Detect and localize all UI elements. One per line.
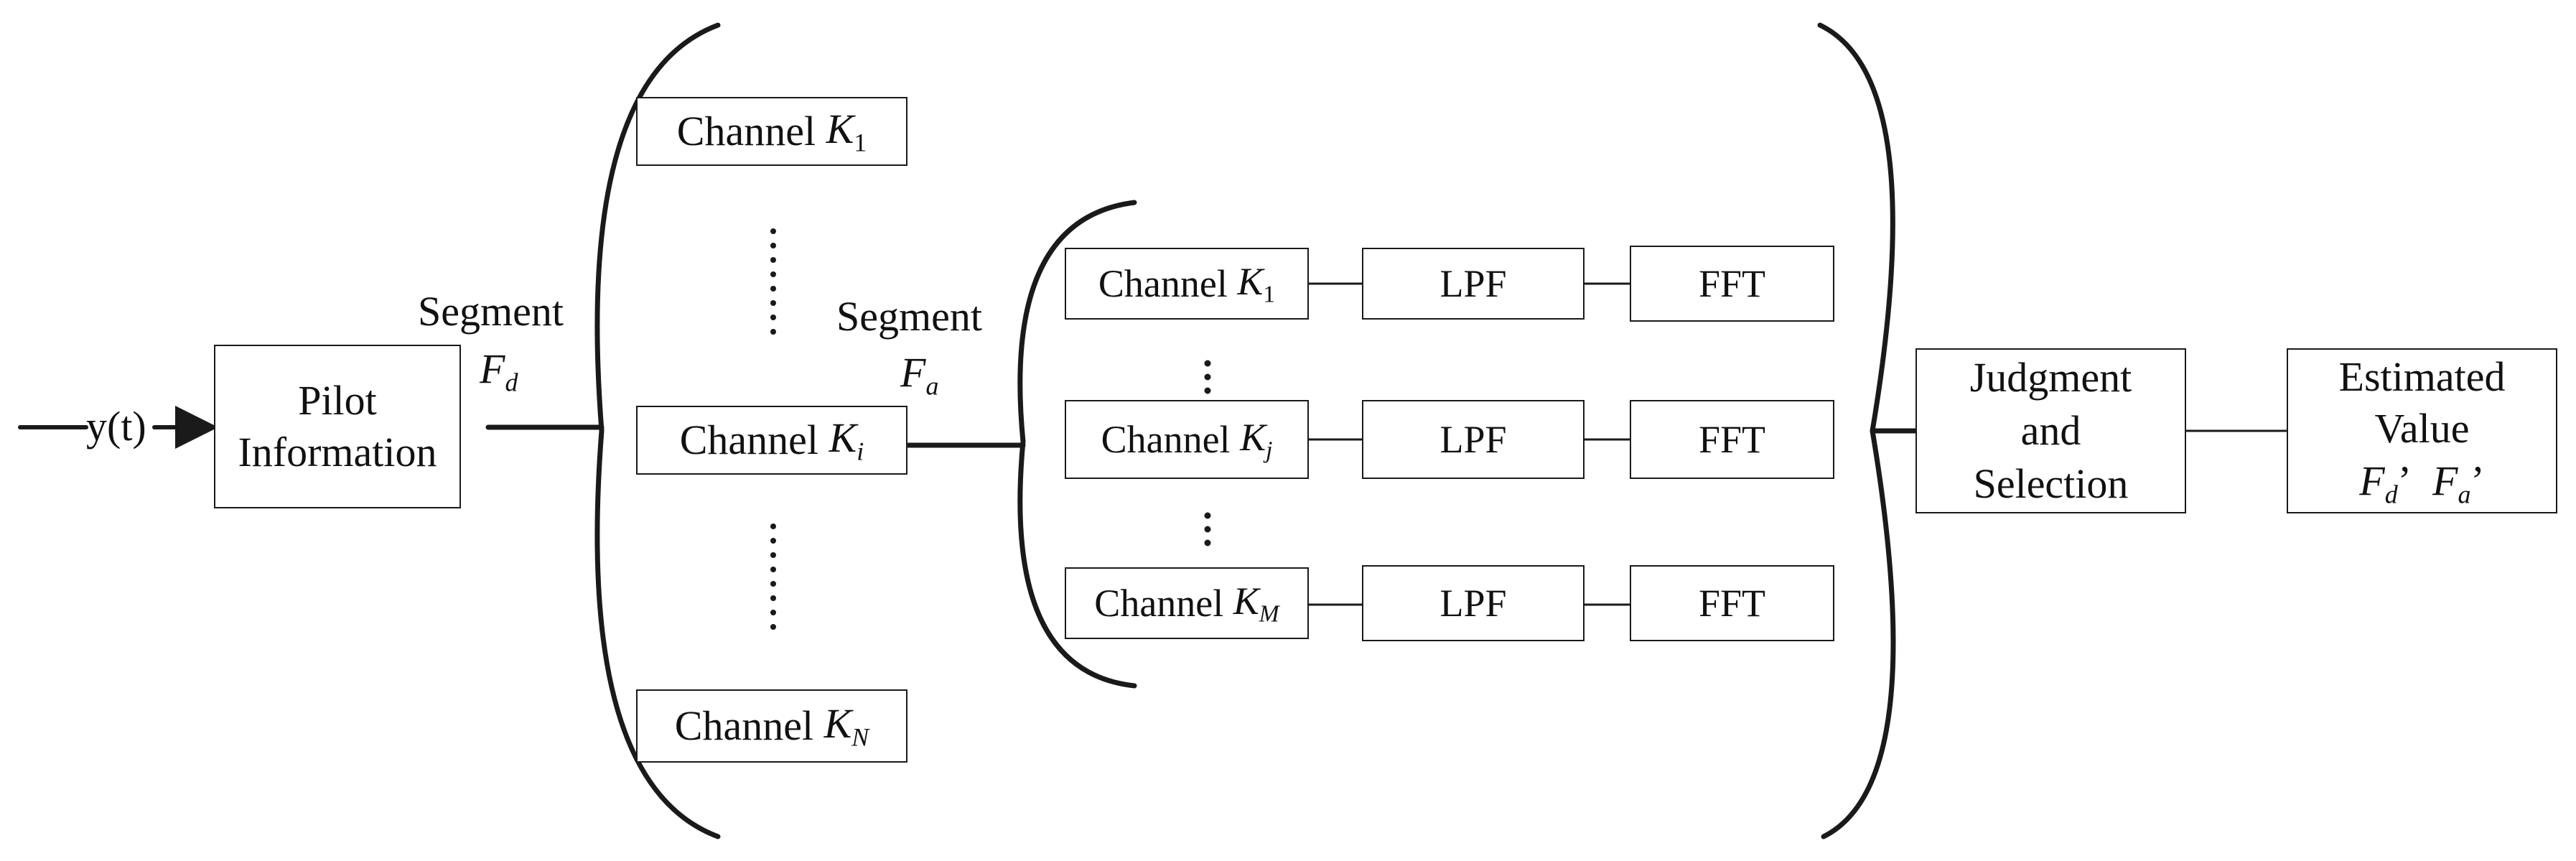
outer-channel-k1-sym: K	[826, 106, 854, 153]
outer-channel-kn-sym: K	[823, 700, 852, 748]
estimated-values: Fd’ Fa’	[2359, 455, 2485, 511]
segment-fa-sym: F	[900, 349, 926, 396]
inner-channel-km-word: Channel	[1094, 581, 1224, 625]
inner-channel-k1-symbol: K1	[1237, 259, 1275, 310]
inner-channel-km-box: Channel KM	[1065, 567, 1309, 639]
segment-fd-word: Segment	[418, 288, 564, 335]
estimated-line1: Estimated	[2338, 353, 2506, 400]
outer-channel-ki-word: Channel	[679, 416, 819, 463]
outer-channel-k1-word: Channel	[676, 107, 816, 154]
outer-bracket-right	[1817, 22, 1896, 839]
outer-dots-lower	[770, 523, 776, 630]
outer-channel-ki-sub: i	[857, 437, 864, 466]
fft-box-row1: FFT	[1630, 246, 1834, 322]
inner-channel-km-symbol: KM	[1233, 578, 1279, 629]
outer-channel-k1-symbol: K1	[826, 103, 867, 159]
inner-channel-kj-symbol: Kj	[1240, 414, 1272, 465]
judgment-selection-box: Judgment and Selection	[1915, 348, 2186, 513]
lpf-box-row2: LPF	[1362, 400, 1585, 479]
outer-channel-kn-box: Channel KN	[636, 689, 907, 763]
segment-fd-symbol: Fd	[480, 343, 518, 399]
segment-fd-sym: F	[480, 345, 505, 392]
segment-fa-symbol: Fa	[900, 347, 938, 402]
pilot-line1: Pilot	[298, 376, 377, 424]
inner-channel-k1-sub: 1	[1263, 281, 1276, 308]
segment-fa-word: Segment	[836, 293, 982, 340]
outer-bracket-left	[594, 22, 721, 839]
outer-channel-kn-symbol: KN	[824, 698, 869, 753]
inner-channel-km-sym: K	[1233, 579, 1259, 623]
outer-channel-ki-symbol: Ki	[829, 412, 864, 467]
inner-channel-kj-sym: K	[1240, 415, 1266, 459]
inner-channel-kj-sub: j	[1266, 437, 1273, 464]
estimated-fa-sub: a	[2458, 480, 2471, 509]
inner-channel-k1-word: Channel	[1098, 261, 1228, 305]
inner-channel-k1-box: Channel K1	[1065, 248, 1309, 320]
estimated-fa-sym: F	[2432, 457, 2458, 504]
pilot-information-box: Pilot Information	[214, 345, 461, 508]
estimated-fd-sub: d	[2384, 480, 2398, 509]
pilot-line2: Information	[238, 429, 437, 475]
inner-bracket-left	[1017, 200, 1137, 689]
outer-dots-upper	[770, 228, 776, 335]
fft-box-row2: FFT	[1630, 400, 1834, 479]
fft-box-row3: FFT	[1630, 565, 1834, 641]
outer-channel-k1-box: Channel K1	[636, 97, 907, 166]
judgment-line2: and	[2020, 406, 2081, 454]
inner-dots-upper	[1204, 360, 1211, 394]
inner-channel-k1-sym: K	[1237, 259, 1264, 303]
judgment-line3: Selection	[1973, 460, 2129, 508]
estimated-value-box: Estimated Value Fd’ Fa’	[2287, 348, 2557, 513]
outer-channel-ki-box: Channel Ki	[636, 406, 907, 475]
inner-dots-lower	[1204, 512, 1211, 546]
outer-channel-ki-sym: K	[829, 414, 857, 462]
outer-channel-kn-sub: N	[851, 722, 869, 752]
inner-channel-km-sub: M	[1259, 600, 1279, 628]
outer-channel-k1-sub: 1	[854, 128, 867, 157]
estimated-fa-prime: ’	[2470, 457, 2485, 504]
input-label: y(t)	[86, 403, 146, 450]
segment-fd-sub: d	[505, 368, 518, 397]
estimated-fd-prime: ’	[2397, 457, 2412, 504]
judgment-line1: Judgment	[1969, 353, 2132, 401]
lpf-box-row3: LPF	[1362, 565, 1585, 641]
outer-channel-kn-word: Channel	[674, 702, 814, 749]
lpf-box-row1: LPF	[1362, 248, 1585, 320]
segment-fa-sub: a	[925, 371, 939, 401]
inner-channel-kj-box: Channel Kj	[1065, 400, 1309, 479]
estimated-line2: Value	[2374, 405, 2470, 452]
estimated-fd-sym: F	[2359, 457, 2385, 504]
inner-channel-kj-word: Channel	[1101, 417, 1231, 461]
